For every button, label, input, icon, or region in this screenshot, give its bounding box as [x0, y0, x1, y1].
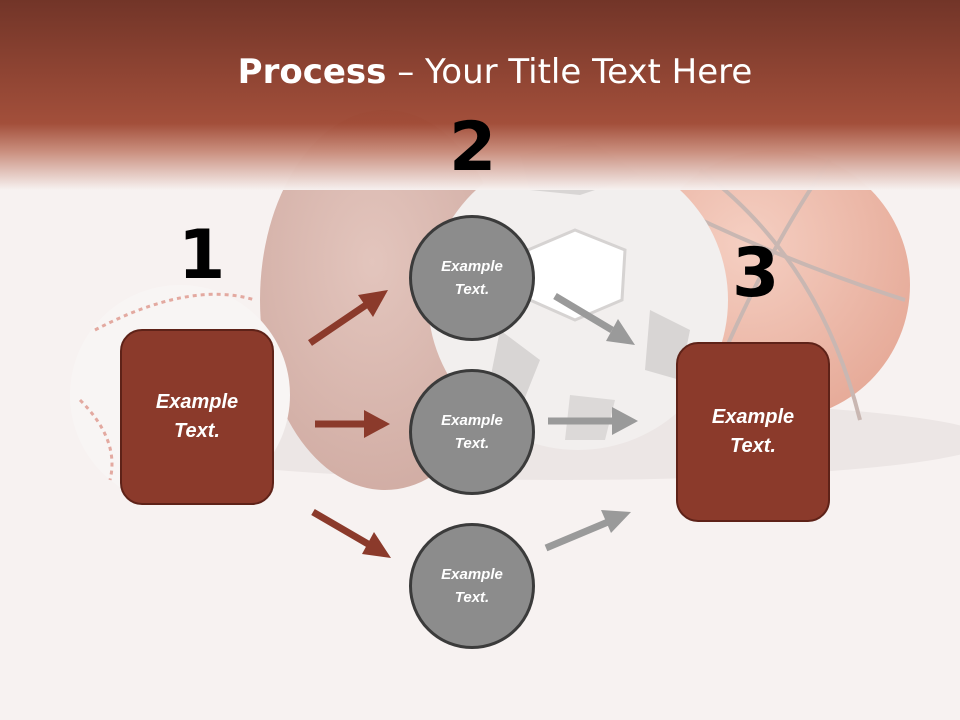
circle-top-line2: Text. [454, 281, 490, 298]
circle-bottom-line1: Example [441, 566, 503, 583]
step-1-label-line2: Text. [174, 420, 220, 442]
circle-middle-line1: Example [441, 412, 503, 429]
arrow-down-right-gray [553, 292, 635, 345]
arrow-right-gray [548, 407, 638, 435]
step-1-label-line1: Example [155, 391, 239, 413]
circle-top-line1: Example [441, 258, 503, 275]
step-3-label-line1: Example [711, 406, 795, 428]
arrow-up-right-red [308, 290, 388, 346]
title-rest-text: Your Title Text Here [425, 52, 753, 92]
step-3-label-line2: Text. [730, 435, 776, 457]
circle-middle: Example Text. [409, 369, 535, 495]
title-bold-text: Process [237, 52, 387, 92]
arrow-up-right-gray [544, 510, 631, 552]
step-1-box: Example Text. [120, 329, 274, 505]
step-number-3: 3 [732, 234, 780, 313]
step-number-1: 1 [178, 216, 226, 295]
slide-title: Process – Your Title Text Here [0, 52, 960, 92]
arrow-right-red [315, 410, 390, 438]
circle-bottom-line2: Text. [454, 589, 490, 606]
step-3-box: Example Text. [676, 342, 830, 522]
arrow-down-right-red [311, 508, 391, 558]
step-number-2: 2 [449, 108, 497, 187]
circle-bottom: Example Text. [409, 523, 535, 649]
circle-top: Example Text. [409, 215, 535, 341]
circle-middle-line2: Text. [454, 435, 490, 452]
title-separator: – [386, 52, 426, 92]
